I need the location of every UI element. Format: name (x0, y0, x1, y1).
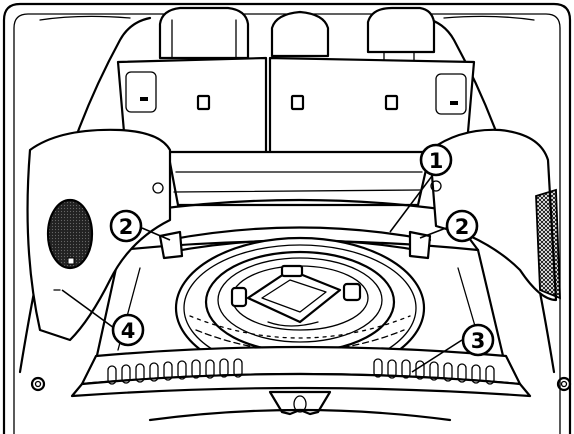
folded-rear-seatbacks (116, 56, 476, 156)
corner-bolts (30, 376, 572, 392)
callout-1-label: 1 (429, 149, 444, 173)
callout-1: 1 (419, 143, 453, 177)
callout-2-left: 2 (109, 209, 143, 243)
callout-2-left-label: 2 (119, 215, 134, 239)
callout-3-label: 3 (471, 329, 486, 353)
tailgate-striker (148, 390, 452, 422)
rear-scuff-plate (70, 345, 532, 398)
scuff-plate-slots-right (373, 358, 495, 385)
callout-4-label: 4 (121, 319, 136, 343)
callout-leaders (61, 175, 463, 373)
scuff-plate-slots-left (107, 358, 243, 385)
callout-4: 4 (111, 313, 145, 347)
callout-3: 3 (461, 323, 495, 357)
headrests (158, 6, 436, 63)
right-side-trim-panel (428, 128, 561, 302)
callout-2-right-label: 2 (455, 215, 470, 239)
left-side-trim-panel (26, 128, 172, 342)
jack-and-tools (230, 264, 362, 327)
callout-2-right: 2 (445, 209, 479, 243)
